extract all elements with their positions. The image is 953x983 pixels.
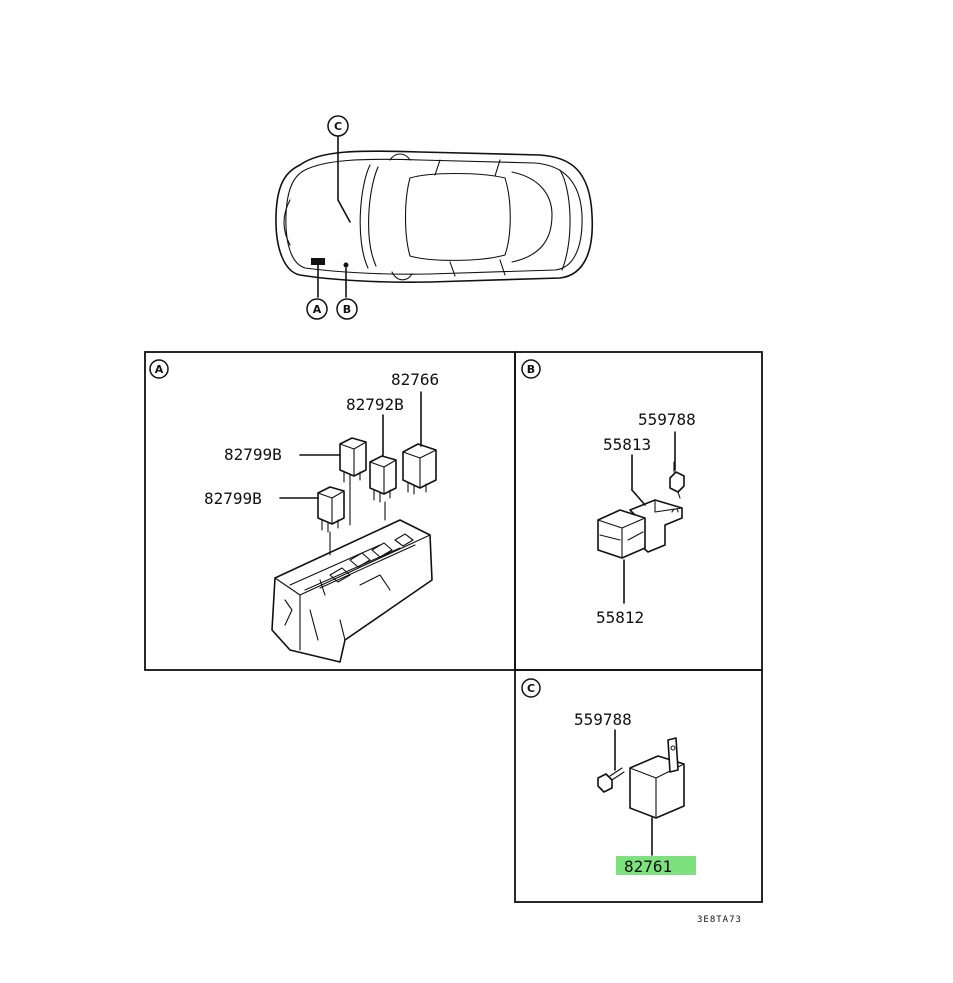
label-559788-b: 559788	[638, 410, 696, 429]
relay-82761	[629, 737, 685, 819]
panel-c-marker: C	[521, 678, 541, 698]
label-82761-highlighted: 82761	[616, 856, 696, 876]
panel-c: C 559788 82761	[514, 669, 763, 903]
label-559788-c: 559788	[574, 710, 632, 729]
label-82799b-bottom: 82799B	[204, 489, 262, 508]
highlight-marker	[616, 856, 696, 875]
label-55813: 55813	[603, 435, 651, 454]
relay-55812	[597, 509, 646, 559]
label-82799b-top: 82799B	[224, 445, 282, 464]
svg-text:B: B	[343, 303, 351, 316]
label-82766: 82766	[391, 370, 439, 389]
relay-82766	[402, 443, 437, 495]
bolt-559788-b	[669, 461, 685, 499]
svg-text:C: C	[334, 120, 342, 133]
label-82792b: 82792B	[346, 395, 404, 414]
svg-text:C: C	[527, 682, 535, 695]
callout-a: A	[306, 298, 328, 320]
relay-82792b	[369, 455, 397, 503]
car-top-view	[275, 136, 594, 298]
callout-c: C	[327, 115, 349, 137]
svg-text:B: B	[527, 363, 535, 376]
svg-text:82761: 82761	[624, 857, 672, 876]
drawing-code: 3E8TA73	[697, 915, 742, 925]
svg-text:A: A	[155, 363, 164, 376]
panel-a-marker: A	[149, 359, 169, 379]
panel-a: A	[144, 351, 516, 671]
relay-box	[271, 519, 433, 663]
bolt-559788-c	[597, 767, 625, 793]
label-55812: 55812	[596, 608, 644, 627]
callout-b: B	[336, 298, 358, 320]
relay-82799b-bottom	[317, 486, 345, 533]
svg-text:A: A	[313, 303, 322, 316]
panel-b: B 559788 55813 55812	[514, 351, 763, 671]
relay-82799b-top	[339, 437, 367, 485]
panel-b-marker: B	[521, 359, 541, 379]
